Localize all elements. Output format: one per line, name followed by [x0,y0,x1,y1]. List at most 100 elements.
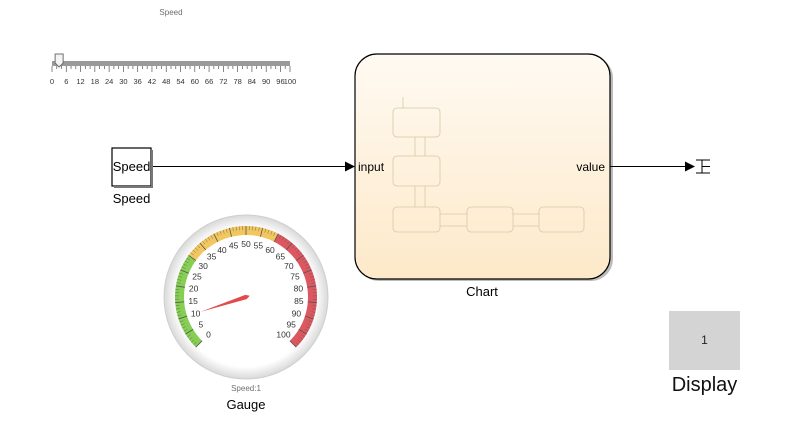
gauge-tick [178,275,183,278]
gauge-scale-label: 35 [207,252,217,262]
gauge-scale-label: 0 [206,329,211,339]
gauge-ticks [175,226,317,348]
slider-tick-label: 90 [262,77,270,86]
gauge-tick [176,282,181,284]
display-body[interactable] [669,311,740,370]
gauge-scale-label: 55 [254,240,264,250]
gauge-band-low [175,255,203,348]
gauge-scale-label: 40 [217,245,227,255]
gauge-tick [311,282,316,284]
gauge-caption: Speed:1 [231,384,261,393]
gauge-scale-label: 10 [191,308,201,318]
chart-input-port-label: input [358,160,385,174]
gauge-tick [177,279,182,281]
slider-thumb[interactable] [54,53,64,68]
gauge-tick [179,272,184,275]
gauge-scale-label: 5 [198,320,203,330]
gauge-tick [190,252,194,256]
slider-tick-label: 0 [50,77,54,86]
slider-track[interactable] [52,61,290,66]
gauge-tick [308,272,313,275]
gauge-scale-label: 70 [284,261,294,271]
speed-block[interactable]: Speed Speed [111,147,153,206]
gauge-tick [304,329,309,332]
gauge-scale-label: 50 [241,239,251,249]
gauge-needle [200,294,250,312]
slider-tick-label: 78 [233,77,241,86]
speed-block-shadow [151,150,153,188]
chart-block[interactable]: input value Chart [354,53,613,299]
gauge-tick [177,314,182,316]
gauge-tick [307,301,317,303]
gauge-tick [297,339,301,343]
slider-tick-label: 42 [148,77,156,86]
slider-tick-label: 72 [219,77,227,86]
gauge-tick [210,235,213,239]
gauge-tick [192,249,196,253]
gauge-tick [270,230,273,235]
gauge-tick [279,235,282,239]
gauge-tick [264,228,267,233]
gauge-tick [267,229,270,234]
gauge-needle-pointer [200,294,250,312]
gauge-scale-label: 80 [294,284,304,294]
gauge-scale-label: 20 [189,284,199,294]
gauge-scale-label: 45 [229,240,239,250]
display-value: 1 [701,333,708,347]
gauge-tick [312,305,317,307]
gauge-tick [296,249,300,253]
display-block[interactable]: 1 Display [669,311,740,396]
gauge-tick [219,230,222,235]
slider-tick-label: 6 [64,77,68,86]
gauge-tick [235,226,237,231]
gauge-tick [193,341,197,345]
gauge-scale-label: 75 [290,272,300,282]
gauge-tick [188,254,197,261]
gauge-tick [181,266,186,269]
gauge-tick [308,320,313,323]
gauge-tick [310,314,315,316]
chart-block-name: Chart [466,284,498,299]
gauge-scale-label: 95 [286,320,296,330]
gauge-tick [175,285,185,288]
gauge-tick [310,279,315,281]
gauge-name: Gauge [226,397,265,412]
gauge-tick [189,337,193,340]
gauge-tick [187,334,191,338]
gauge-tick [194,247,199,251]
gauge-color-bands [175,225,318,348]
terminator-block[interactable] [696,159,710,174]
gauge-tick [306,326,310,329]
speed-block-inner-label: Speed [113,159,151,174]
slider-tick-label: 36 [134,77,142,86]
gauge-tick [175,305,180,307]
gauge-tick [182,326,186,329]
gauge-tick [303,260,308,264]
gauge-scale-label: 90 [292,308,302,318]
gauge-tick [199,242,207,251]
gauge-tick [191,339,195,343]
gauge-tick [202,240,206,245]
gauge-scale-label: 65 [276,252,286,262]
chart-preview [392,97,585,233]
slider-tick-label: 12 [76,77,84,86]
gauge-tick [311,308,316,310]
gauge-tick [176,311,181,313]
gauge-tick [286,240,290,245]
gauge-scale-label: 15 [188,296,198,306]
gauge-tick [184,260,189,264]
gauge-tick [307,323,312,326]
gauge-tick [301,257,306,261]
gauge-tick [222,229,225,234]
gauge-tick [309,275,314,278]
gauge-tick [180,323,185,326]
gauge-tick [260,227,263,237]
gauge-tick [179,320,184,323]
slider-tick-label: 84 [248,77,256,86]
gauge-tick [303,269,312,274]
